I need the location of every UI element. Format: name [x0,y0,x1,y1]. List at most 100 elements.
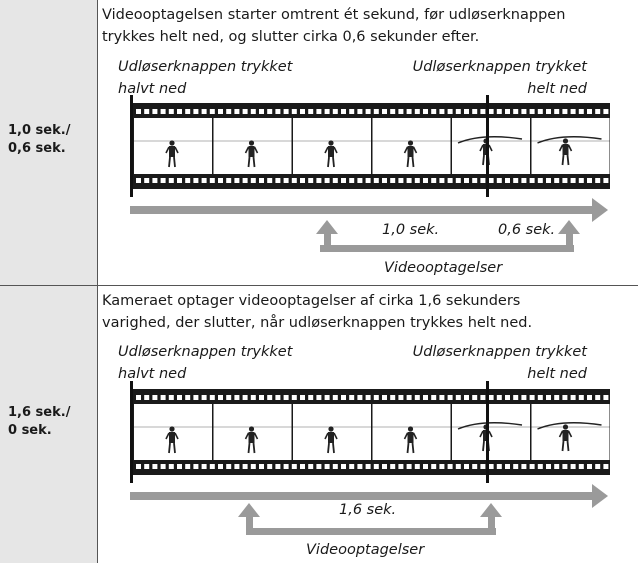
row1-sprocket-hole [185,109,191,114]
row2-bracket-right-arrow-icon [480,503,502,517]
row2-sprocket-hole [152,464,158,469]
row1-full-press-line1: Udløserknappen trykket [412,59,587,75]
row1-sprocket-hole [250,178,256,183]
row1-sprocket-hole [201,109,207,114]
row2-label-line2: 0 sek. [8,423,52,438]
row1-sprocket-hole [316,109,322,114]
row2-sprocket-hole [423,464,428,469]
row2-sprocket-hole [218,395,223,400]
row2-sprocket-hole [406,464,412,469]
row2-sprocket-hole [357,464,363,469]
row2-sprocket-hole [144,395,150,400]
row2-sprocket-hole [259,464,264,469]
row2-description: Kameraet optager videooptagelser af cirk… [102,290,636,334]
row1-sprocket-hole [521,178,527,183]
row1-sprocket-hole [267,178,273,183]
row1-sprocket-hole [259,109,264,114]
row1-sprocket-hole [554,109,560,114]
row2-sprocket-hole [595,464,601,469]
row1-sprocket-hole [168,178,174,183]
row2-sprocket-hole [209,395,215,400]
row2-sprocket-hole [529,464,535,469]
row1-sprocket-hole [562,109,568,114]
row2-sprocket-hole [595,395,601,400]
row1-sprocket-hole [234,109,240,114]
row2-sprocket-hole [242,395,248,400]
row1-sprocket-hole [398,178,404,183]
row1-sprocket-hole [382,178,387,183]
row2-sprocket-hole [250,395,256,400]
row2-recording-bracket [246,528,496,535]
row1-sprocket-hole [398,109,404,114]
row1-sprocket-hole [480,178,486,183]
row2-sprocket-hole [168,464,174,469]
row1-bracket-right-arrow-icon [558,220,580,234]
row2-sprocket-hole [226,464,232,469]
row2-sprocket-hole [447,464,453,469]
row2-sprocket-hole [136,395,141,400]
row1-sprocket-hole [373,178,379,183]
row1-sprocket-hole [578,178,584,183]
row2-sprocket-hole [177,395,182,400]
row2-sprocket-hole [136,464,141,469]
row1-sprocket-hole [177,178,182,183]
row2-sprocket-hole [275,464,281,469]
row2-sprocket-hole [513,464,519,469]
row1-sprocket-hole [537,178,543,183]
row2-sprocket-hole [382,395,387,400]
row2-sprocket-hole [144,464,150,469]
row1-before-duration: 1,0 sek. [382,222,440,238]
row1-finish-line-icon [537,136,602,144]
row1-half-press-marker [130,95,133,197]
row2-sprocket-hole [193,464,199,469]
row1-sprocket-hole [177,109,182,114]
row1-sprocket-hole [300,178,305,183]
row1-sprocket-hole [546,178,551,183]
row2-sprocket-hole [234,395,240,400]
row1-sprocket-hole [464,109,469,114]
row1-sprocket-hole [529,178,535,183]
row2-sprocket-hole [578,395,584,400]
row2-full-press-line1: Udløserknappen trykket [412,344,587,360]
row1-sprocket-hole [209,109,215,114]
row1-sprocket-hole [390,109,396,114]
row1-sprocket-hole [218,178,223,183]
row2-sprocket-hole [267,464,273,469]
row2-sprocket-hole [308,464,314,469]
row1-after-duration: 0,6 sek. [498,222,556,238]
row2-sprocket-hole [201,395,207,400]
row1-sprocket-hole [152,178,158,183]
row2-sprocket-hole [455,464,461,469]
row1-full-press-label: Udløserknappen trykket helt ned [395,56,587,100]
row2-sprocket-hole [349,395,355,400]
row2-timeline-bar [130,492,592,500]
row1-label-line1: 1,0 sek./ [8,123,71,138]
row2-sprocket-hole [291,464,297,469]
row2-label-cell [0,286,97,563]
row2-sprocket-hole [390,464,396,469]
row2-sprocket-hole [431,395,437,400]
row1-sprocket-hole [390,178,396,183]
row1-sprocket-hole [349,109,355,114]
row2-full-press-label: Udløserknappen trykket helt ned [395,341,587,385]
row2-sprocket-hole [554,464,560,469]
row1-sprocket-hole [168,109,174,114]
row2-sprocket-hole [414,395,420,400]
row2-sprocket-hole [570,395,576,400]
row2-sprocket-hole [382,464,387,469]
row1-sprocket-hole [447,178,453,183]
row2-sprocket-hole [332,464,338,469]
row2-sprocket-hole [513,395,519,400]
row2-sprocket-hole [464,395,469,400]
row2-sprocket-hole [275,395,281,400]
row1-sprocket-hole [431,109,437,114]
row1-sprocket-hole [406,109,412,114]
row2-sprocket-hole [152,395,158,400]
row2-half-press-label: Udløserknappen trykket halvt ned [118,341,292,385]
row2-sprocket-hole [455,395,461,400]
row2-sprocket-hole [439,395,445,400]
row2-sprocket-hole [185,464,191,469]
row1-sprocket-hole [554,178,560,183]
row2-timeline-arrow-icon [592,484,608,508]
